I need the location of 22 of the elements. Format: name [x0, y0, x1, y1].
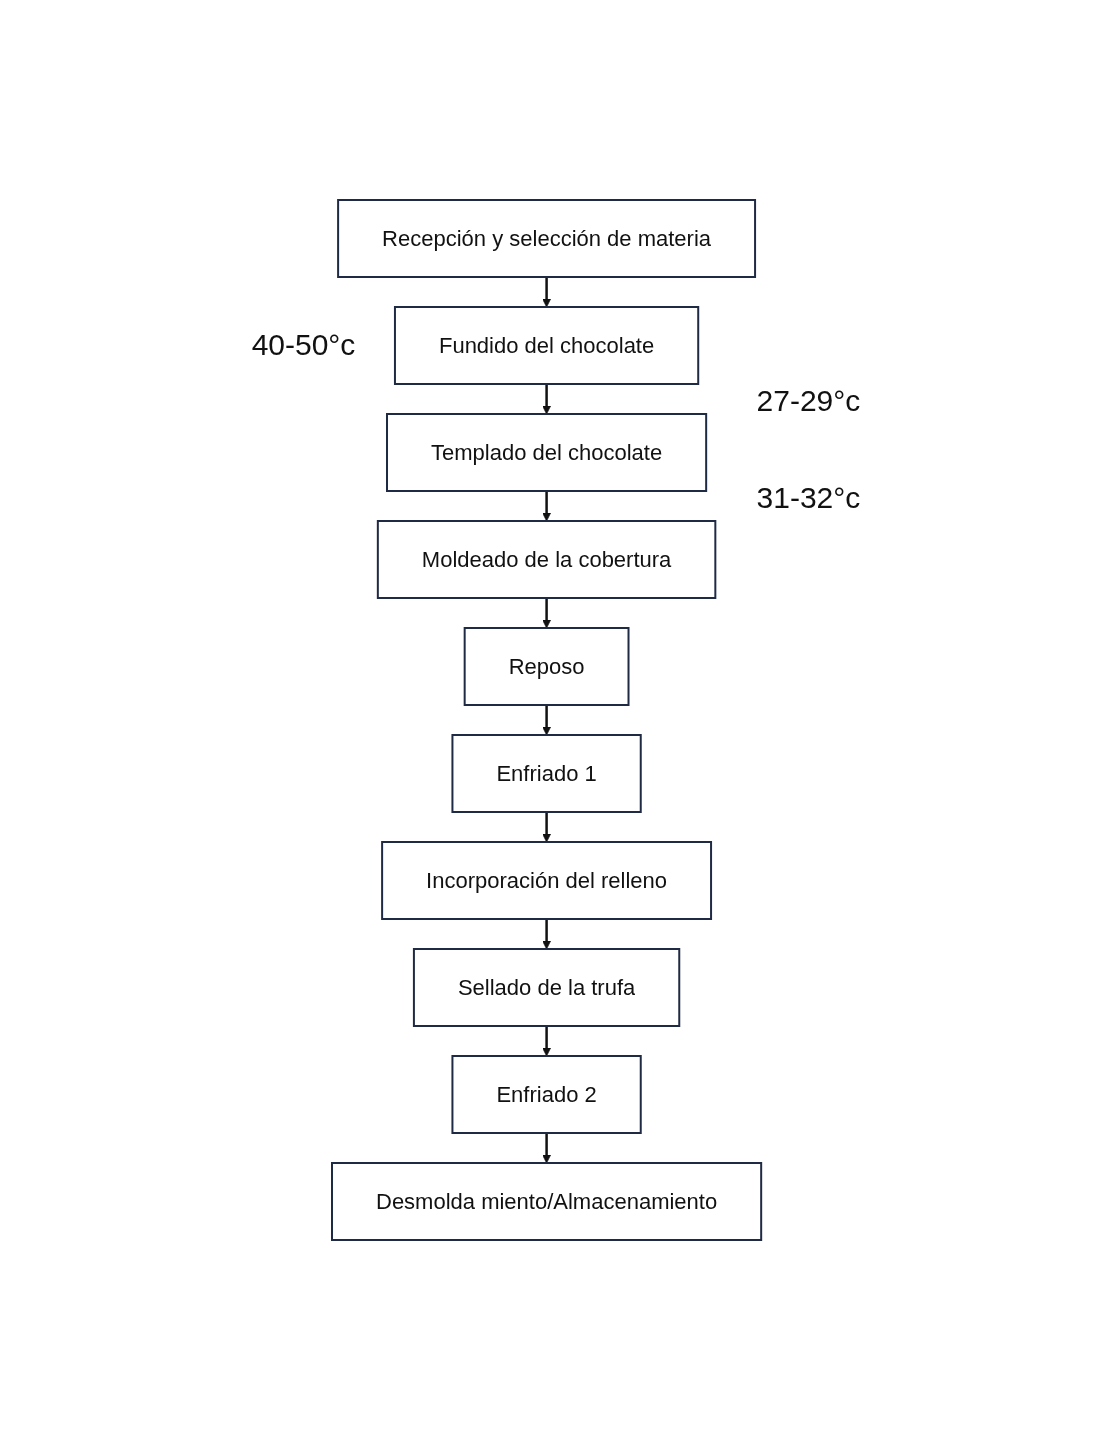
- arrow: [542, 277, 552, 308]
- arrow: [542, 812, 552, 843]
- node-box: Templado del chocolate: [386, 413, 708, 492]
- node-box: Enfriado 2: [451, 1055, 643, 1134]
- node-box: Sellado de la trufa: [413, 948, 681, 1027]
- arrow: [542, 598, 552, 629]
- arrow: [542, 491, 552, 522]
- arrow: [542, 384, 552, 415]
- node-box: Incorporación del relleno: [381, 841, 713, 920]
- node-box: Recepción y selección de materia: [337, 199, 757, 278]
- temperature-note: 31-32°c: [756, 481, 861, 515]
- node-box: Reposo: [464, 627, 630, 706]
- node-box: Fundido del chocolate: [394, 306, 700, 385]
- node-box: Enfriado 1: [451, 734, 643, 813]
- node-box: Moldeado de la cobertura: [377, 520, 717, 599]
- temperature-note: 27-29°c: [756, 384, 861, 418]
- temperature-note: 40-50°c: [251, 327, 356, 362]
- arrow: [542, 705, 552, 736]
- node-box: Desmolda miento/Almacenamiento: [331, 1162, 763, 1241]
- arrow: [542, 919, 552, 950]
- arrow: [542, 1133, 552, 1164]
- arrow: [542, 1026, 552, 1057]
